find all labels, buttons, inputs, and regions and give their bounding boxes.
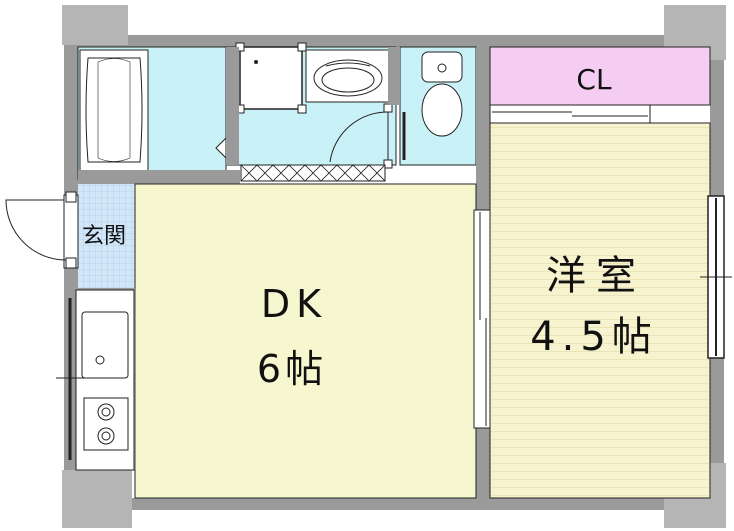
closet: [489, 46, 711, 106]
dk-room-size: 6帖: [257, 347, 327, 391]
entrance-door: [5, 191, 79, 269]
closet-door: [489, 104, 651, 124]
closet-label: CL: [576, 63, 612, 96]
sliding-door: [473, 209, 491, 429]
washroom: [215, 42, 397, 169]
western-room-size: 4.5帖: [530, 314, 658, 360]
western-room: [489, 122, 711, 499]
toilet: [399, 46, 477, 166]
dk-room-label: DK: [261, 282, 327, 326]
western-room-label: 洋室: [546, 253, 646, 299]
entrance-label: 玄関: [82, 224, 126, 249]
kitchen-counter: [56, 288, 136, 471]
dk-room: [134, 183, 477, 499]
window: [700, 195, 732, 359]
partition-wall: [240, 164, 386, 182]
bathroom: [77, 46, 227, 180]
inner-walls: [78, 47, 490, 510]
